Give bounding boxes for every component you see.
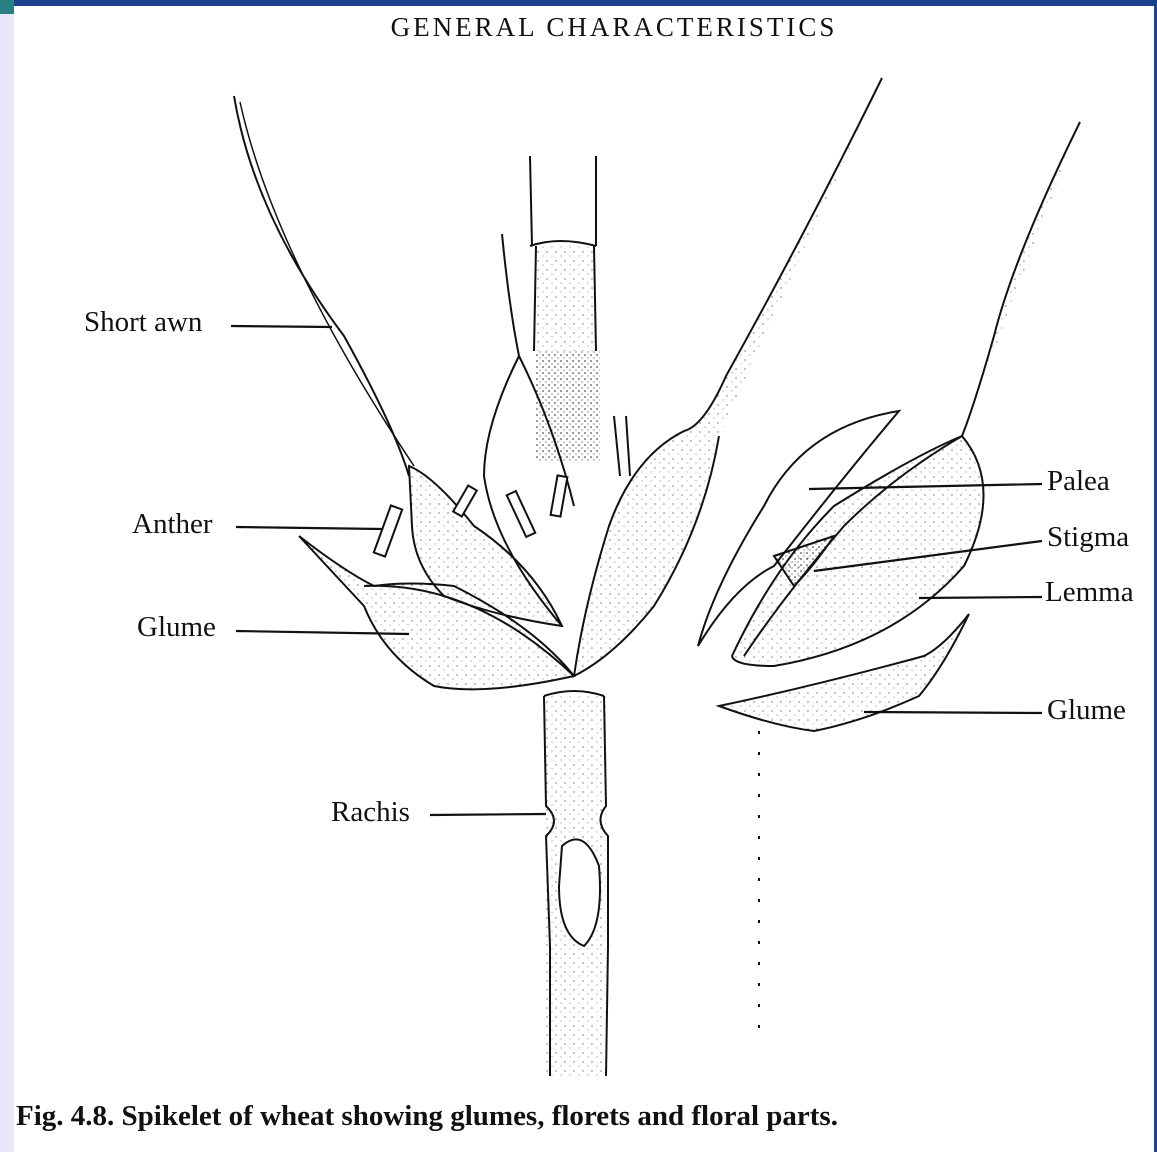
figure-page: GENERAL CHARACTERISTICS xyxy=(14,6,1154,1152)
label-glume-right: Glume xyxy=(1047,694,1126,727)
figure-caption: Fig. 4.8. Spikelet of wheat showing glum… xyxy=(16,1100,838,1133)
label-short-awn: Short awn xyxy=(84,306,202,339)
label-rachis: Rachis xyxy=(331,796,410,829)
frame-corner-accent xyxy=(0,0,14,14)
label-stigma: Stigma xyxy=(1047,521,1129,554)
wheat-spikelet-illustration xyxy=(14,6,1154,1152)
label-anther: Anther xyxy=(132,508,213,541)
label-lemma: Lemma xyxy=(1045,576,1134,609)
label-palea: Palea xyxy=(1047,465,1110,498)
label-glume-left: Glume xyxy=(137,611,216,644)
